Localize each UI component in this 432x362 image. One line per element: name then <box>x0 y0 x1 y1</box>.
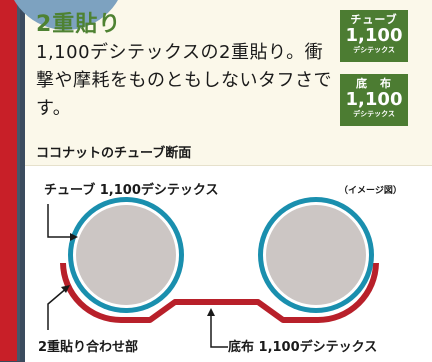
double-leader-line <box>47 286 69 330</box>
double-leader-arrow <box>61 285 70 293</box>
base-leader-arrow <box>207 308 215 316</box>
badge-value: 1,100 <box>345 25 403 46</box>
tube-leader-arrow <box>70 233 78 241</box>
badge-label: 底 布 <box>356 77 392 90</box>
tube-spec-badge: チューブ 1,100 デシテックス <box>340 10 408 62</box>
base-fabric-label: 底布 1,100デシテックス <box>228 340 378 355</box>
tube-label: チューブ 1,100デシテックス <box>44 183 219 198</box>
description-text: 1,100デシテックスの2重貼り。衝撃や摩耗をものともしないタフさです。 <box>36 42 332 119</box>
base-leader-line <box>210 313 228 348</box>
badge-unit: デシテックス <box>353 110 395 118</box>
badge-label: チューブ <box>350 13 398 26</box>
tube-leader-line <box>47 204 74 238</box>
right-tube-core <box>266 205 366 305</box>
double-layer-label: 2重貼り合わせ部 <box>38 340 139 355</box>
badge-unit: デシテックス <box>353 46 395 54</box>
page-title: 2重貼り <box>36 12 122 37</box>
badge-value: 1,100 <box>345 89 403 110</box>
left-accent-bar <box>0 0 17 361</box>
image-note: （イメージ図） <box>339 186 402 196</box>
base-fabric-layer <box>60 262 379 323</box>
left-tube-core <box>76 205 176 305</box>
base-spec-badge: 底 布 1,100 デシテックス <box>340 74 408 126</box>
section-title: ココナットのチューブ断面 <box>36 146 192 161</box>
